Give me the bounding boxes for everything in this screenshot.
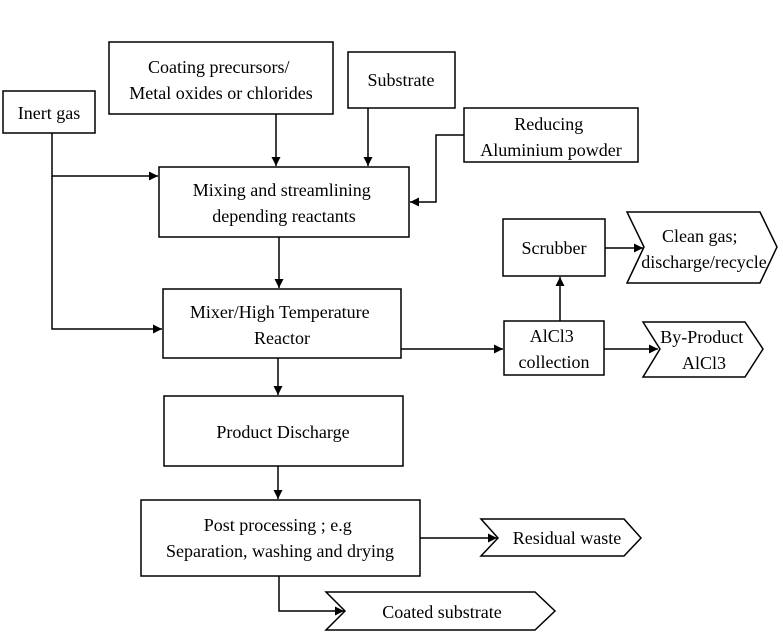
node-clean-gas: Clean gas; discharge/recycle (625, 211, 778, 284)
svg-text:Coating precursors/ Meta: Coating precursors/ Metal oxides or chlo… (129, 57, 312, 103)
node-residual-waste: Residual waste (479, 518, 643, 557)
svg-text:Inert gas: Inert gas (18, 103, 80, 123)
node-label: Mixing and streamlining (193, 180, 371, 200)
node-label: Mixer/High Temperature (190, 302, 370, 322)
node-label: Residual waste (513, 528, 621, 548)
svg-text:Mixing and streamlining: Mixing and streamlining depending reacta… (193, 180, 375, 226)
svg-text:Mixer/High Temperature R: Mixer/High Temperature Reactor (190, 302, 374, 348)
node-coating-precursors: Coating precursors/ Metal oxides or chlo… (108, 41, 334, 115)
svg-text:Coated substrate: Coated substrate (382, 602, 501, 622)
node-reactor: Mixer/High Temperature Reactor (162, 288, 402, 359)
svg-text:Clean gas; discharge/rec: Clean gas; discharge/recycle (641, 226, 767, 272)
edge-reducing-to-mixing (410, 134, 464, 207)
node-label: Reducing (514, 114, 583, 134)
node-label: Post processing ; e.g (204, 515, 352, 535)
edge-inert-to-reactor (51, 176, 162, 334)
node-reducing-aluminium-powder: Reducing Aluminium powder (463, 107, 639, 163)
svg-text:Scrubber: Scrubber (522, 238, 587, 258)
node-substrate: Substrate (347, 51, 456, 109)
node-label: Aluminium powder (480, 140, 622, 160)
node-label: Reactor (254, 328, 310, 348)
node-label: By-Product (660, 327, 743, 347)
node-label: AlCl3 (682, 353, 726, 373)
node-coated-substrate: Coated substrate (324, 591, 557, 631)
svg-text:Residual waste: Residual waste (513, 528, 621, 548)
node-label: Substrate (368, 70, 435, 90)
node-label: collection (519, 352, 590, 372)
node-alcl3-collection: AlCl3 collection (503, 320, 605, 376)
node-label: AlCl3 (530, 326, 574, 346)
svg-text:Reducing Aluminium powde: Reducing Aluminium powder (480, 114, 622, 160)
node-inert-gas: Inert gas (2, 90, 96, 134)
node-label: Separation, washing and drying (166, 541, 394, 561)
node-label: Coated substrate (382, 602, 501, 622)
svg-text:AlCl3 collection: AlCl3 collection (519, 326, 590, 372)
node-product-discharge: Product Discharge (163, 395, 404, 467)
node-post-processing: Post processing ; e.g Separation, washin… (140, 499, 421, 577)
svg-text:Product Discharge: Product Discharge (216, 422, 349, 442)
node-label: depending reactants (212, 206, 355, 226)
node-label: Inert gas (18, 103, 80, 123)
node-label: Product Discharge (216, 422, 349, 442)
node-label: Metal oxides or chlorides (129, 83, 312, 103)
edge-inert-to-mixing (51, 133, 158, 181)
svg-text:Post processing ; e.g Se: Post processing ; e.g Separation, washin… (166, 515, 394, 561)
node-label: Scrubber (522, 238, 587, 258)
svg-text:By-Product AlCl3: By-Product AlCl3 (660, 327, 748, 373)
node-mixing: Mixing and streamlining depending reacta… (158, 166, 410, 238)
node-label: discharge/recycle (641, 252, 767, 272)
svg-text:Substrate: Substrate (368, 70, 435, 90)
node-label: Coating precursors/ (148, 57, 289, 77)
node-byproduct-alcl3: By-Product AlCl3 (641, 321, 764, 378)
edge-postprocessing-to-coated (278, 576, 344, 616)
node-label: Clean gas; (662, 226, 737, 246)
node-scrubber: Scrubber (502, 218, 606, 277)
